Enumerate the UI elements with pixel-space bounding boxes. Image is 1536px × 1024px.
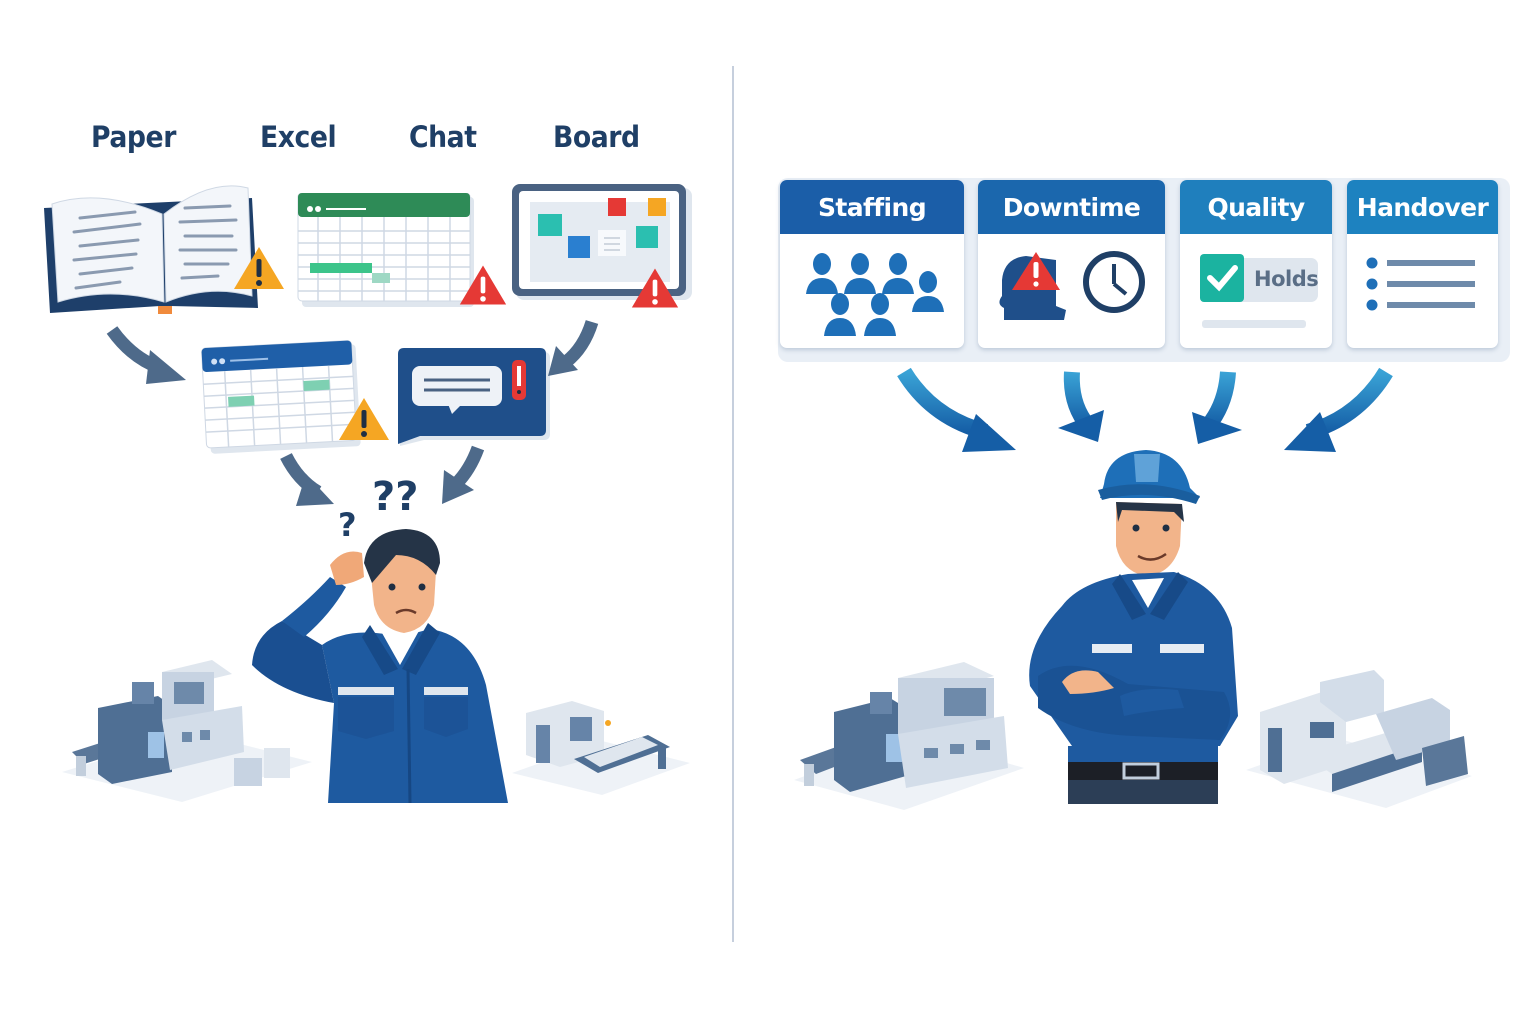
- source-label-chat: Chat: [409, 120, 477, 154]
- source-label-board: Board: [553, 120, 640, 154]
- checkmark-icon: [1200, 254, 1244, 302]
- card-downtime[interactable]: Downtime: [978, 180, 1165, 348]
- warning-triangle-red-icon: [459, 265, 507, 305]
- people-group-icon: [806, 253, 944, 336]
- confused-worker-illustration: [252, 529, 508, 804]
- converging-arrows-blue: [897, 367, 1393, 452]
- card-downtime-title: Downtime: [978, 180, 1165, 234]
- factory-machine-left: [62, 660, 312, 802]
- factory-machine-right: [1246, 670, 1472, 808]
- spreadsheet-blue-icon: [201, 340, 361, 454]
- source-label-excel: Excel: [260, 120, 337, 154]
- machine-alert-clock-icon: [999, 251, 1145, 320]
- factory-machine-left: [794, 662, 1024, 810]
- progress-bar-placeholder: [1202, 320, 1306, 328]
- card-quality-title: Quality: [1180, 180, 1332, 234]
- card-staffing[interactable]: Staffing: [780, 180, 964, 348]
- holds-badge[interactable]: Holds: [1200, 254, 1319, 302]
- bullet-list-icon: [1366, 257, 1475, 311]
- card-handover[interactable]: Handover: [1347, 180, 1498, 348]
- whiteboard-sticky-notes-icon: [512, 184, 692, 300]
- warning-triangle-orange-icon: [339, 398, 389, 440]
- warning-triangle-red-icon: [631, 268, 679, 308]
- open-book-icon: [44, 185, 258, 314]
- question-marks-double: ??: [372, 474, 419, 520]
- card-quality[interactable]: Quality Holds: [1180, 180, 1332, 348]
- card-staffing-title: Staffing: [780, 180, 964, 234]
- question-mark-single: ?: [338, 506, 357, 544]
- factory-machine-right: [512, 701, 690, 795]
- panel-divider: [732, 66, 734, 942]
- warning-triangle-orange-icon: [234, 247, 284, 289]
- confident-worker-illustration: [1029, 450, 1238, 804]
- source-label-paper: Paper: [91, 120, 176, 154]
- chat-message-icon: [398, 348, 550, 446]
- holds-label: Holds: [1254, 267, 1319, 291]
- card-handover-title: Handover: [1347, 180, 1498, 234]
- converging-arrows-dark: [106, 319, 599, 506]
- spreadsheet-green-icon: [297, 193, 474, 307]
